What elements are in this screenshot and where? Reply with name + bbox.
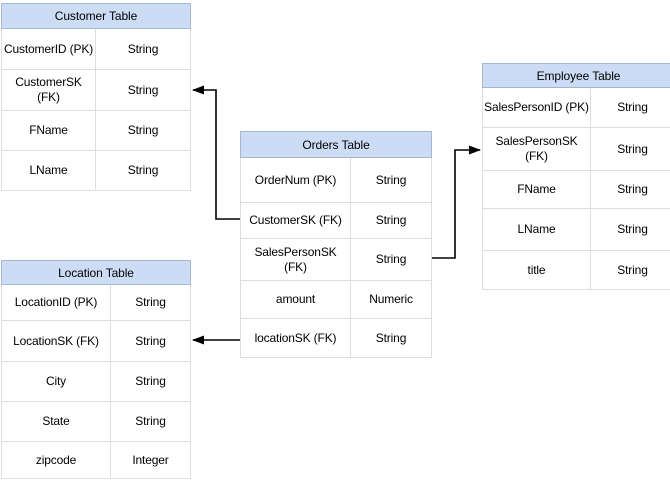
type-cell: String xyxy=(617,222,648,236)
type-cell: Integer xyxy=(132,452,169,467)
table-row: State String xyxy=(2,401,190,441)
field-cell: locationSK (FK) xyxy=(241,319,351,357)
field-cell: zipcode xyxy=(2,442,111,478)
table-row: amount Numeric xyxy=(241,280,431,318)
table-row: SalesPersonSK (FK) String xyxy=(241,238,431,280)
field-cell: CustomerSK (FK) xyxy=(2,70,96,110)
type-cell: String xyxy=(375,213,407,227)
type-cell: String xyxy=(127,163,159,177)
orders-table-title: Orders Table xyxy=(240,131,432,158)
connector-orders-to-customer-arrow xyxy=(192,85,240,220)
customer-table-body: CustomerID (PK) String CustomerSK (FK) S… xyxy=(1,29,191,191)
type-cell: String xyxy=(127,41,159,56)
table-row: SalesPersonID (PK) String xyxy=(483,88,670,127)
table-row: OrderNum (PK) String xyxy=(241,158,431,202)
table-row: LocationSK (FK) String xyxy=(2,320,190,361)
type-cell: String xyxy=(375,330,407,345)
type-cell: String xyxy=(127,82,159,97)
field-cell: CustomerID (PK) xyxy=(2,29,96,69)
field-cell: LName xyxy=(483,209,591,250)
field-cell: LocationID (PK) xyxy=(2,285,111,320)
table-row: SalesPersonSK (FK) String xyxy=(483,127,670,170)
field-cell: SalesPersonSK (FK) xyxy=(483,128,591,170)
field-cell: OrderNum (PK) xyxy=(241,158,351,202)
type-cell: String xyxy=(375,252,407,266)
field-cell: FName xyxy=(483,171,591,208)
type-cell: String xyxy=(135,295,166,309)
employee-table-title: Employee Table xyxy=(482,63,670,88)
orders-table: Orders Table OrderNum (PK) String Custom… xyxy=(240,131,432,358)
type-cell: String xyxy=(135,333,166,348)
table-row: CustomerID (PK) String xyxy=(2,29,190,69)
table-row: LName String xyxy=(2,150,190,190)
location-table: Location Table LocationID (PK) String Lo… xyxy=(1,260,191,479)
type-cell: Numeric xyxy=(369,292,413,306)
table-row: CustomerSK (FK) String xyxy=(2,69,190,110)
field-cell: CustomerSK (FK) xyxy=(241,203,351,238)
type-cell: String xyxy=(135,374,166,388)
field-cell: amount xyxy=(241,281,351,318)
orders-table-body: OrderNum (PK) String CustomerSK (FK) Str… xyxy=(240,158,432,358)
table-row: LocationID (PK) String xyxy=(2,285,190,320)
customer-table-title: Customer Table xyxy=(1,3,191,29)
type-cell: String xyxy=(617,100,648,114)
customer-table: Customer Table CustomerID (PK) String Cu… xyxy=(1,3,191,191)
type-cell: String xyxy=(135,414,166,428)
location-table-title: Location Table xyxy=(1,260,191,285)
field-cell: LocationSK (FK) xyxy=(2,321,111,361)
employee-table: Employee Table SalesPersonID (PK) String… xyxy=(482,63,670,290)
employee-table-body: SalesPersonID (PK) String SalesPersonSK … xyxy=(482,88,670,290)
field-cell: title xyxy=(483,251,591,289)
connector-orders-to-employee-arrow xyxy=(432,145,481,259)
table-row: locationSK (FK) String xyxy=(241,318,431,357)
type-cell: String xyxy=(617,141,648,156)
field-cell: LName xyxy=(2,151,96,190)
table-row: FName String xyxy=(483,170,670,208)
type-cell: String xyxy=(375,172,407,187)
field-cell: SalesPersonSK (FK) xyxy=(241,239,351,280)
location-table-body: LocationID (PK) String LocationSK (FK) S… xyxy=(1,285,191,479)
table-row: FName String xyxy=(2,110,190,150)
type-cell: String xyxy=(127,123,159,137)
field-cell: FName xyxy=(2,111,96,150)
table-row: zipcode Integer xyxy=(2,441,190,478)
field-cell: City xyxy=(2,362,111,401)
type-cell: String xyxy=(617,182,648,196)
table-row: title String xyxy=(483,250,670,289)
table-row: CustomerSK (FK) String xyxy=(241,202,431,238)
type-cell: String xyxy=(617,262,648,277)
field-cell: State xyxy=(2,402,111,441)
table-row: LName String xyxy=(483,208,670,250)
table-row: City String xyxy=(2,361,190,401)
field-cell: SalesPersonID (PK) xyxy=(483,88,591,127)
